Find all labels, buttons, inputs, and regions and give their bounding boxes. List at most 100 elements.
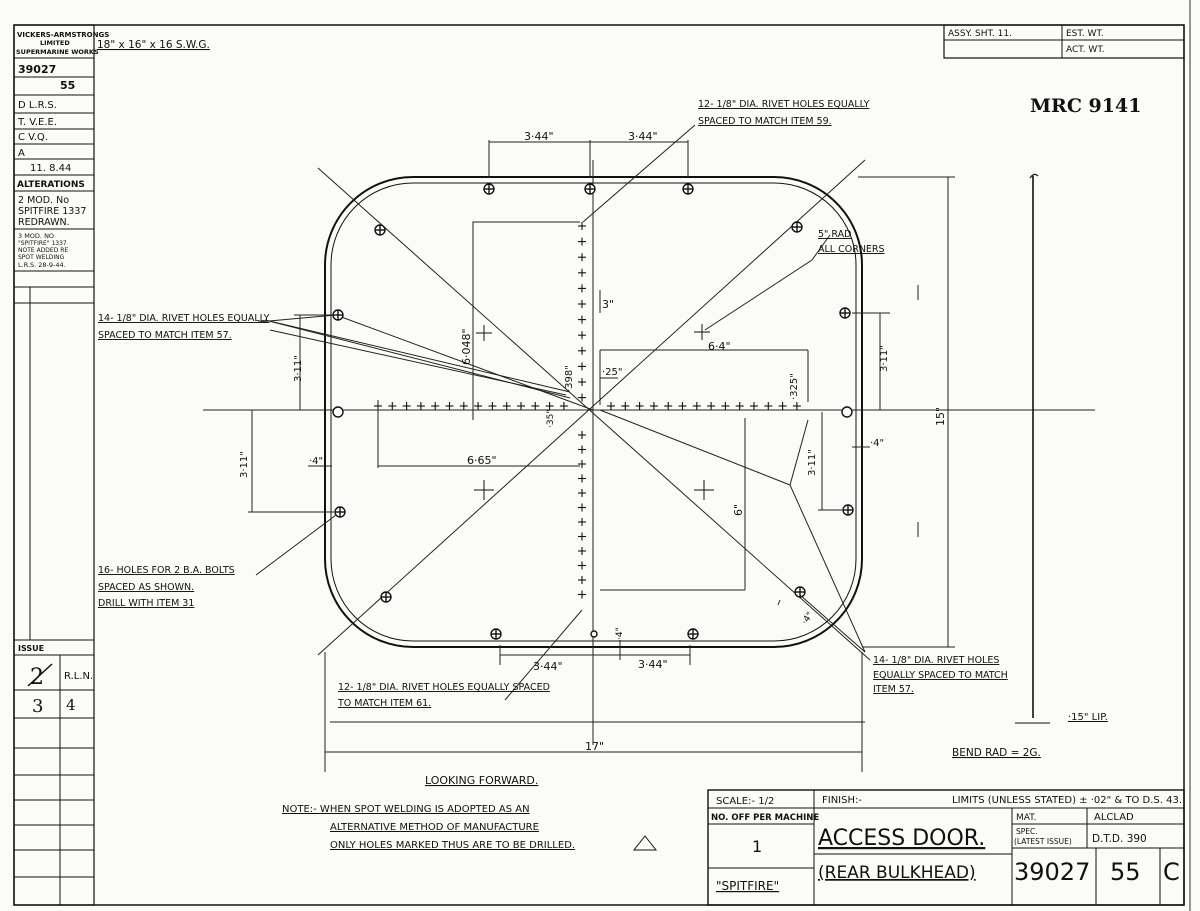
issue-table: ISSUE 2 R.L.N. 3 4 xyxy=(14,639,94,905)
bend-radius-label: BEND RAD = 2G. xyxy=(952,747,1041,759)
part-number: 55 xyxy=(60,79,75,92)
lip-label: ·15" LIP. xyxy=(1068,712,1108,723)
dim-4-right: ·4" xyxy=(870,438,884,449)
dim-311-upper-left: 3·11" xyxy=(293,355,304,382)
dim-398: ·398" xyxy=(564,365,575,392)
callout-right-rivets-line-3: ITEM 57. xyxy=(873,684,914,695)
dim-311-lower-left: 3·11" xyxy=(239,451,250,478)
dim-bottom-344-a: 3·44" xyxy=(533,660,563,673)
callout-bottom-rivets-line-2: TO MATCH ITEM 61. xyxy=(337,698,431,709)
alteration-3-line-3: NOTE ADDED RE xyxy=(18,247,68,254)
alteration-3-line-2: "SPITFIRE" 1337 xyxy=(18,240,67,247)
part-title-line-1: ACCESS DOOR. xyxy=(818,826,985,851)
off-per-machine-label: NO. OFF PER MACHINE xyxy=(711,813,819,823)
title-drawing-number: 39027 xyxy=(1014,858,1090,886)
callout-bolts-line-2: SPACED AS SHOWN. xyxy=(98,582,194,593)
quantity-value: 1 xyxy=(752,837,762,856)
callout-left-rivets-line-2: SPACED TO MATCH ITEM 57. xyxy=(98,330,232,341)
dim-top-344-a: 3·44" xyxy=(524,130,554,143)
centre-lines xyxy=(203,160,1095,745)
checked-by: C V.Q. xyxy=(18,132,48,143)
dim-25: ·25" xyxy=(602,367,623,378)
spot-welding-note: NOTE:- WHEN SPOT WELDING IS ADOPTED AS A… xyxy=(282,804,658,851)
title-issue-letter: C xyxy=(1163,858,1180,886)
material-value: ALCLAD xyxy=(1094,812,1134,823)
issue-row-1-initials: R.L.N. xyxy=(64,671,93,682)
spot-weld-symbol-icon xyxy=(632,835,658,851)
callout-top-rivets-line-2: SPACED TO MATCH ITEM 59. xyxy=(698,116,832,127)
drawn-by: D L.R.S. xyxy=(18,100,57,111)
assy-sheet: ASSY. SHT. 11. xyxy=(948,29,1012,39)
callout-radius-line-2: ALL CORNERS xyxy=(818,244,885,255)
callout-bottom-rivets-line-1: 12- 1/8" DIA. RIVET HOLES EQUALLY SPACED xyxy=(338,682,550,693)
dim-35: ·35" xyxy=(546,410,556,428)
drawing-number: 39027 xyxy=(18,63,56,76)
alteration-2-line-3: REDRAWN. xyxy=(18,217,70,228)
title-part-number: 55 xyxy=(1110,858,1141,886)
side-profile xyxy=(1015,173,1050,724)
rivet-holes xyxy=(374,222,801,599)
est-weight-label: EST. WT. xyxy=(1066,29,1104,39)
note-line-2: ALTERNATIVE METHOD OF MANUFACTURE xyxy=(330,822,539,833)
traced-by: T. V.E.E. xyxy=(17,117,57,128)
act-weight-label: ACT. WT. xyxy=(1066,45,1105,55)
sheet-border xyxy=(13,24,1185,906)
centre-marks xyxy=(474,324,714,500)
dimension-lines xyxy=(248,140,955,772)
dim-6: 6" xyxy=(732,504,745,516)
dim-bottom-344-b: 3·44" xyxy=(638,658,668,671)
dim-311-lower-right: 3·11" xyxy=(807,449,818,476)
callout-bolts-line-1: 16- HOLES FOR 2 B.A. BOLTS xyxy=(98,565,235,576)
alterations-title: ALTERATIONS xyxy=(17,180,85,190)
stock-size-label: 18" x 16" x 16 S.W.G. xyxy=(97,39,210,51)
callout-right-rivets-line-2: EQUALLY SPACED TO MATCH xyxy=(873,670,1008,681)
dim-17: 17" xyxy=(585,740,604,753)
dim-3: 3" xyxy=(602,298,614,311)
issue-row-2-number: 3 xyxy=(32,696,43,717)
maker-line-2: LIMITED xyxy=(40,39,70,47)
dim-64: 6·4" xyxy=(708,340,731,353)
maker-line-1: VICKERS-ARMSTRONGS xyxy=(17,31,109,39)
limits-label: LIMITS (UNLESS STATED) ± ·02" & TO D.S. … xyxy=(952,795,1182,806)
dim-4-left: ·4" xyxy=(309,456,323,467)
scale-label: SCALE:- 1/2 xyxy=(716,796,774,807)
spec-label-line-1: SPEC. xyxy=(1016,827,1038,836)
part-title-line-2: (REAR BULKHEAD) xyxy=(818,863,976,883)
approved-by: A xyxy=(18,148,25,159)
spec-value: D.T.D. 390 xyxy=(1092,833,1147,845)
dimension-labels: 3·44" 3·44" 6·048" 3" 6·4" ·25" ·398" ·3… xyxy=(239,130,1108,759)
callout-right-rivets-line-1: 14- 1/8" DIA. RIVET HOLES xyxy=(873,655,999,666)
left-column: VICKERS-ARMSTRONGS LIMITED SUPERMARINE W… xyxy=(13,24,109,906)
bolt-holes xyxy=(332,183,854,640)
issue-row-2-initials: 4 xyxy=(66,696,76,714)
material-label: MAT. xyxy=(1016,813,1037,823)
callouts: 12- 1/8" DIA. RIVET HOLES EQUALLY SPACED… xyxy=(98,99,1008,709)
alteration-2-line-1: 2 MOD. No xyxy=(18,195,69,206)
maker-line-3: SUPERMARINE WORKS xyxy=(16,48,99,56)
callout-top-rivets-line-1: 12- 1/8" DIA. RIVET HOLES EQUALLY xyxy=(698,99,870,110)
top-right-block: ASSY. SHT. 11. EST. WT. ACT. WT. xyxy=(943,24,1185,59)
alteration-3-line-5: L.R.S. 28-9-44. xyxy=(18,261,66,269)
dim-6048: 6·048" xyxy=(460,328,473,365)
title-block: SCALE:- 1/2 FINISH:- LIMITS (UNLESS STAT… xyxy=(707,789,1185,906)
dim-325: ·325" xyxy=(789,373,800,400)
finish-label: FINISH:- xyxy=(822,795,862,806)
callout-radius-line-1: 5" RAD xyxy=(818,229,851,240)
note-line-3: ONLY HOLES MARKED THUS ARE TO BE DRILLED… xyxy=(330,840,575,851)
dim-4-bottom-right: ·4" xyxy=(800,611,815,627)
note-line-1: NOTE:- WHEN SPOT WELDING IS ADOPTED AS A… xyxy=(282,804,530,815)
callout-bolts-line-3: DRILL WITH ITEM 31 xyxy=(98,598,194,609)
view-label: LOOKING FORWARD. xyxy=(425,774,538,787)
archive-reference: MRC 9141 xyxy=(1030,95,1141,117)
dim-15: 15" xyxy=(934,407,947,426)
dim-311-upper-right: 3·11" xyxy=(879,345,890,372)
aircraft-label: "SPITFIRE" xyxy=(716,879,779,893)
alteration-3-line-1: 3 MOD. NO xyxy=(18,232,54,240)
dim-665: 6·65" xyxy=(467,454,497,467)
alteration-2-line-2: SPITFIRE 1337 xyxy=(18,206,86,217)
alteration-3-line-4: SPOT WELDING xyxy=(18,254,65,261)
dim-4-bottom: ·4" xyxy=(615,627,625,640)
dim-top-344-b: 3·44" xyxy=(628,130,658,143)
callout-left-rivets-line-1: 14- 1/8" DIA. RIVET HOLES EQUALLY xyxy=(98,313,270,324)
